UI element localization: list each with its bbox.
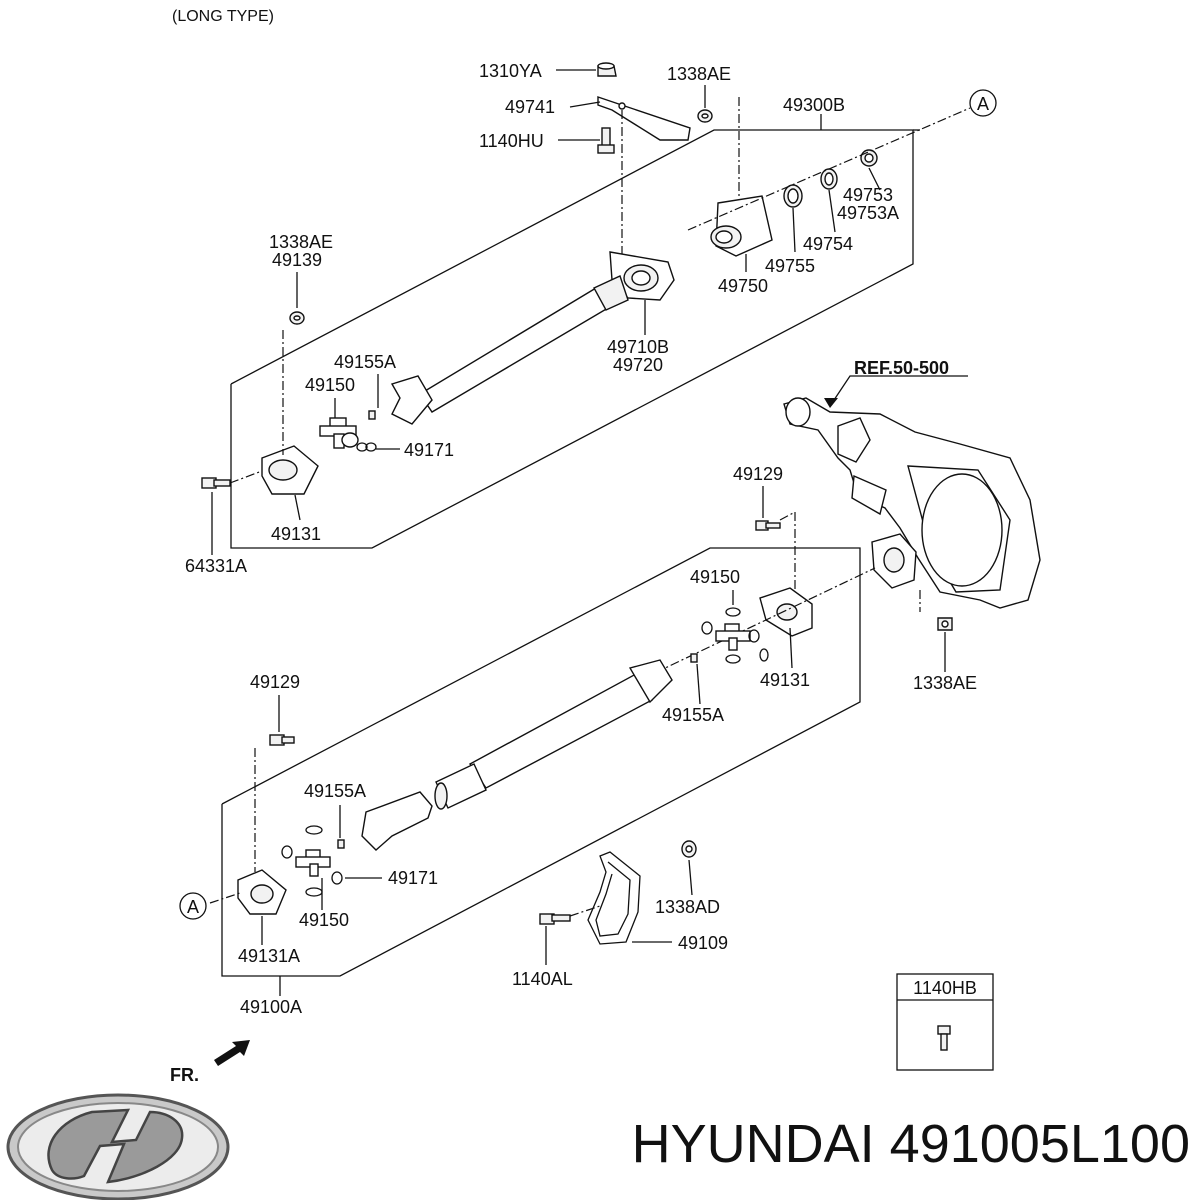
header-note: (LONG TYPE) (172, 8, 274, 25)
nut-1310ya (597, 62, 617, 77)
part-label-49720: 49720 (613, 355, 663, 375)
part-label-49171-lower: 49171 (388, 868, 438, 888)
part-label-49100a: 49100A (240, 997, 302, 1017)
part-label-49750: 49750 (718, 276, 768, 296)
yoke-49155a-upper (390, 375, 433, 425)
flange-yoke-49131-lower (759, 587, 813, 637)
universal-joint-49150-upper (319, 417, 359, 449)
flange-yoke-49131 (261, 445, 319, 495)
part-label-1338ae-lower: 1338AE (913, 673, 977, 693)
part-label-49131a: 49131A (238, 946, 300, 966)
universal-joint-49150-lower-right (715, 623, 751, 651)
nut-1338ae-lower (937, 617, 953, 631)
part-label-49753: 49753 (843, 185, 893, 205)
ref-circle-a-top: A (969, 89, 997, 117)
part-label-49150-upper: 49150 (305, 375, 355, 395)
rear-axle-housing (783, 397, 1041, 609)
part-label-1338ad: 1338AD (655, 897, 720, 917)
slip-yoke-49155a-lower (361, 791, 433, 851)
snap-ring-49171-upper (356, 442, 377, 452)
part-label-49129-left: 49129 (250, 672, 300, 692)
universal-joint-49150-lower-left (295, 849, 331, 877)
part-label-49131-upper: 49131 (271, 524, 321, 544)
lower-shaft-tube (468, 659, 673, 789)
front-label: FR. (170, 1065, 199, 1085)
ref-a-bottom-label: A (187, 897, 199, 917)
grease-nipple-49155a-lower-right (690, 653, 698, 663)
part-label-49710b: 49710B (607, 337, 669, 357)
washer-1338ad (681, 840, 697, 858)
grease-nipple-49155a-upper (368, 410, 376, 420)
part-label-1310ya: 1310YA (479, 61, 542, 81)
ref-circle-a-bottom: A (179, 892, 207, 920)
leaders-lower (261, 486, 946, 996)
hyundai-logo (6, 1093, 230, 1200)
part-label-64331a: 64331A (185, 556, 247, 576)
nut-49753 (860, 149, 878, 167)
seal-49755 (783, 184, 803, 208)
leaders-upper (211, 69, 920, 555)
bracket-49741 (597, 96, 691, 141)
inset-bolt-head (937, 1025, 951, 1035)
bolt-1140al (539, 913, 571, 925)
flange-yoke-49131a (237, 869, 287, 915)
centerline-upper-axis (687, 107, 971, 231)
strap-49109 (587, 851, 641, 945)
snap-rings-lower-right (701, 607, 769, 664)
part-label-49131-lower: 49131 (760, 670, 810, 690)
lower-assembly-frame (221, 547, 861, 977)
part-label-49741: 49741 (505, 97, 555, 117)
part-label-49754: 49754 (803, 234, 853, 254)
part-label-49155a-lower-left: 49155A (304, 781, 366, 801)
washer-49754 (820, 168, 838, 190)
part-label-1140al: 1140AL (512, 969, 573, 989)
flange-49750 (710, 195, 773, 257)
ref-leader (829, 375, 968, 407)
ref-label: REF.50-500 (854, 358, 949, 378)
center-bearing-49710b (609, 251, 675, 301)
slip-yoke-spline (434, 763, 487, 810)
centerline-49129-right (779, 511, 796, 521)
part-label-49150-lower-left: 49150 (299, 910, 349, 930)
centerline-lower-axis (639, 567, 876, 681)
washer-49139 (289, 311, 305, 325)
part-label-1338ae-top: 1338AE (667, 64, 731, 84)
ref-a-top-label: A (977, 94, 989, 114)
part-label-49139: 49139 (272, 250, 322, 270)
inset-bolt-shank (940, 1033, 948, 1051)
pinion-flange-rear (871, 533, 917, 589)
grease-nipple-49155a-lower-left (337, 839, 345, 849)
front-indicator: FR. (170, 1040, 250, 1085)
upper-shaft-tube (419, 275, 629, 413)
upper-assembly-frame (230, 129, 914, 549)
part-label-49129-right: 49129 (733, 464, 783, 484)
inset-label: 1140HB (913, 978, 977, 998)
part-label-49755: 49755 (765, 256, 815, 276)
part-label-49171-upper: 49171 (404, 440, 454, 460)
bolt-64331a (201, 477, 231, 489)
part-label-49155a-upper: 49155A (334, 352, 396, 372)
caption: HYUNDAI 491005L100 (632, 1114, 1190, 1174)
centerline-1140al (569, 905, 601, 917)
part-label-1338ae-left: 1338AE (269, 232, 333, 252)
centerline-64331a (229, 470, 263, 484)
inset-box-1140hb: 1140HB (896, 973, 994, 1071)
centerline-a-lower (209, 892, 241, 904)
part-label-49109: 49109 (678, 933, 728, 953)
bolt-1140hu (597, 127, 615, 154)
washer-1338ae-top (697, 109, 713, 123)
ref-arrow-head (824, 398, 838, 408)
part-labels: 1310YA 1338AE 49741 49300B 1140HU 4975349753A… (185, 61, 977, 1017)
part-label-49753a: 49753A (837, 203, 899, 223)
front-arrow-icon (214, 1040, 250, 1066)
part-label-1140hu: 1140HU (479, 131, 544, 151)
part-label-49300b: 49300B (783, 95, 845, 115)
bolt-49129-right (755, 520, 781, 531)
snap-rings-lower-left (281, 825, 343, 897)
bolt-49129-left (269, 734, 295, 746)
part-label-49155a-lower-right: 49155A (662, 705, 724, 725)
part-label-49150-lower-right: 49150 (690, 567, 740, 587)
